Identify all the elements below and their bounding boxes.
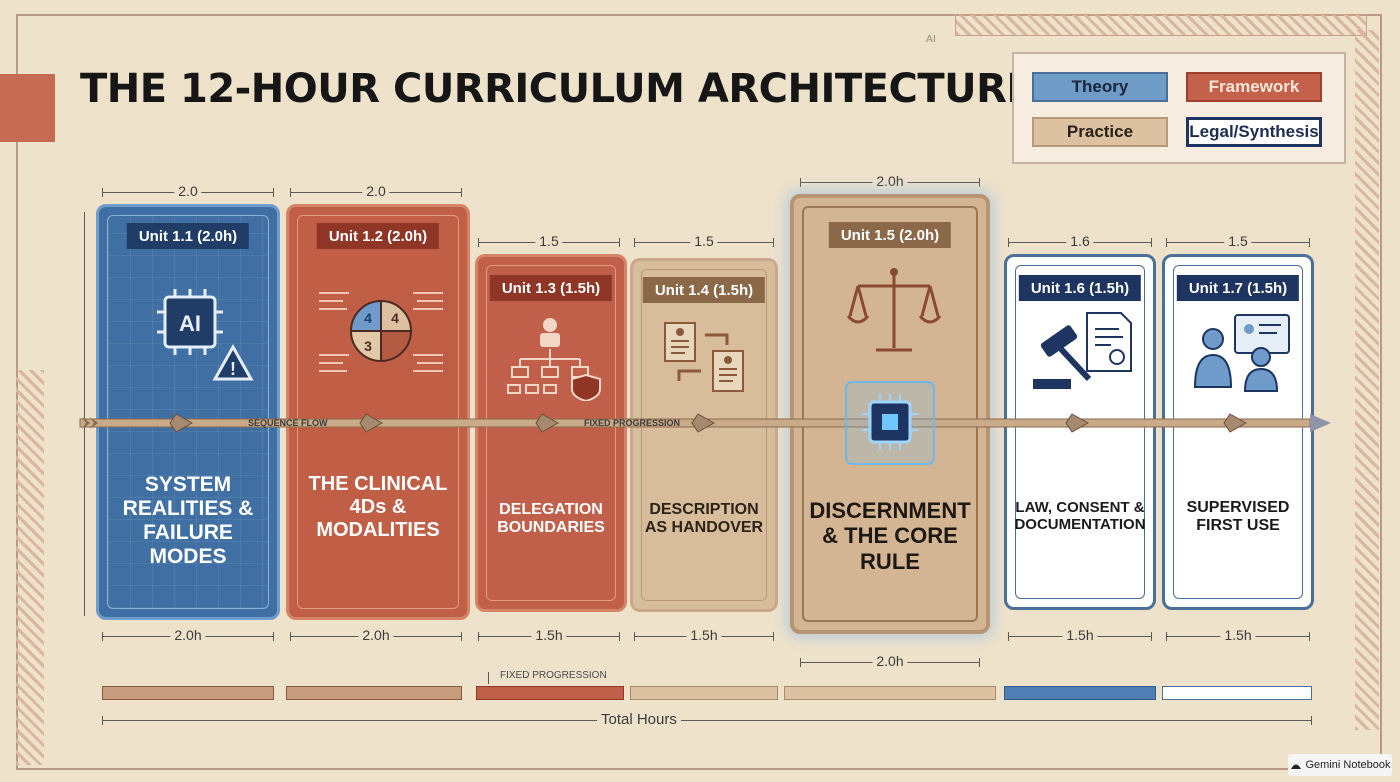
page-title: THE 12-HOUR CURRICULUM ARCHITECTURE <box>80 66 1034 112</box>
unit-card-1-4[interactable]: Unit 1.4 (1.5h) DESCRIPTION AS HANDOVER <box>630 258 778 612</box>
timeline-bar-unit-1-6 <box>1004 686 1156 700</box>
unit-title: SUPERVISED FIRST USE <box>1186 499 1290 535</box>
dimension-bottom-unit-1-7: 1.5h <box>1166 627 1310 643</box>
svg-text:4: 4 <box>364 310 372 326</box>
unit-label: Unit 1.1 (2.0h) <box>126 223 250 249</box>
unit-label: Unit 1.4 (1.5h) <box>642 277 766 303</box>
hatch-decoration-right <box>1355 30 1379 730</box>
timeline-tick <box>488 672 489 684</box>
org-chart-shield-icon <box>507 318 601 401</box>
legend-legal-synthesis: Legal/Synthesis <box>1186 117 1322 147</box>
dimension-top-unit-1-1: 2.0 <box>102 183 274 199</box>
dimension-top-unit-1-6: 1.6 <box>1008 233 1152 249</box>
timeline-bar-unit-1-5 <box>784 686 996 700</box>
dimension-bottom-unit-1-6: 1.5h <box>1008 627 1152 643</box>
sequence-flow-label: SEQUENCE FLOW <box>248 418 328 428</box>
dimension-bottom-unit-1-2: 2.0h <box>290 627 462 643</box>
ai-chip-warning-icon: AI ! <box>157 289 254 381</box>
fixed-progression-flow-label: FIXED PROGRESSION <box>584 418 681 428</box>
unit-card-1-3[interactable]: Unit 1.3 (1.5h) DELEGATION BOUNDARIES <box>475 254 627 612</box>
unit-label: Unit 1.3 (1.5h) <box>489 275 613 301</box>
unit-title: LAW, CONSENT & DOCUMENTATION <box>1014 499 1146 534</box>
dimension-vertical <box>84 212 85 616</box>
dimension-label: 1.5h <box>1062 627 1098 643</box>
dimension-top-unit-1-4: 1.5 <box>634 233 774 249</box>
dimension-label: 2.0 <box>174 183 202 199</box>
glowing-chip-icon <box>845 381 935 465</box>
dimension-label: 1.5 <box>1224 233 1252 249</box>
timeline-bar-unit-1-4 <box>630 686 778 700</box>
dimension-top-unit-1-7: 1.5 <box>1166 233 1310 249</box>
brand-label: Gemini Notebook <box>1305 759 1391 771</box>
dimension-label: 2.0h <box>872 653 908 669</box>
dimension-label: 2.0 <box>362 183 390 199</box>
timeline-bar-unit-1-1 <box>102 686 274 700</box>
ai-watermark: AI <box>926 34 936 45</box>
dimension-label: 1.5 <box>535 233 563 249</box>
hatch-decoration-left <box>16 370 44 765</box>
dimension-label: 2.0h <box>358 627 394 643</box>
unit-label: Unit 1.2 (2.0h) <box>316 223 440 249</box>
svg-text:3: 3 <box>364 338 372 354</box>
dimension-bottom-unit-1-1: 2.0h <box>102 627 274 643</box>
svg-text:!: ! <box>230 359 236 379</box>
unit-title: DESCRIPTION AS HANDOVER <box>644 501 764 537</box>
dimension-label: 2.0h <box>872 173 908 189</box>
unit-label: Unit 1.7 (1.5h) <box>1176 275 1300 301</box>
document-exchange-icon <box>664 322 744 392</box>
notebook-logo-icon <box>1290 764 1301 769</box>
unit-label: Unit 1.5 (2.0h) <box>828 222 952 248</box>
dimension-label: 2.0h <box>170 627 206 643</box>
unit-card-1-2[interactable]: Unit 1.2 (2.0h) 4 4 3 THE CLINICAL 4Ds &… <box>286 204 470 620</box>
timeline-bar-unit-1-7 <box>1162 686 1312 700</box>
dimension-label: 1.5h <box>1220 627 1256 643</box>
unit-title: SYSTEM REALITIES & FAILURE MODES <box>122 473 254 569</box>
unit-title: DELEGATION BOUNDARIES <box>497 501 605 537</box>
legend-framework: Framework <box>1186 72 1322 102</box>
dimension-top-unit-1-5: 2.0h <box>800 173 980 189</box>
dimension-label: 1.5 <box>690 233 718 249</box>
dimension-label: 1.5h <box>531 627 567 643</box>
unit-card-1-6[interactable]: Unit 1.6 (1.5h) LAW, CONSENT & DOCUMENTA… <box>1004 254 1156 610</box>
dimension-top-unit-1-2: 2.0 <box>290 183 462 199</box>
doctor-patient-icon <box>1193 314 1290 392</box>
dimension-bottom-unit-1-4: 1.5h <box>634 627 774 643</box>
svg-text:4: 4 <box>391 310 399 326</box>
timeline-bar-unit-1-2 <box>286 686 462 700</box>
dimension-label: 1.6 <box>1066 233 1094 249</box>
legend-practice: Practice <box>1032 117 1168 147</box>
unit-title: DISCERNMENT & THE CORE RULE <box>809 498 971 574</box>
unit-card-1-7[interactable]: Unit 1.7 (1.5h) SUPERVISED FIRST USE <box>1162 254 1314 610</box>
total-hours-dimension <box>102 716 1312 725</box>
scales-icon <box>846 268 942 352</box>
dimension-bottom-unit-1-3: 1.5h <box>478 627 620 643</box>
quadrant-diagram-icon: 4 4 3 <box>319 292 443 372</box>
unit-card-1-1[interactable]: Unit 1.1 (2.0h) AI ! SYSTEM REALITIES & … <box>96 204 280 620</box>
title-accent-tab <box>0 74 55 142</box>
dimension-top-unit-1-3: 1.5 <box>478 233 620 249</box>
legend-theory: Theory <box>1032 72 1168 102</box>
total-hours-label: Total Hours <box>597 711 681 728</box>
timeline-progression-label: FIXED PROGRESSION <box>500 670 607 681</box>
dimension-bottom-unit-1-5: 2.0h <box>800 653 980 669</box>
gavel-document-icon <box>1033 312 1132 389</box>
sequence-flow-arrow <box>79 413 1331 433</box>
legend: Theory Framework Practice Legal/Synthesi… <box>1012 52 1346 164</box>
dimension-label: 1.5h <box>686 627 722 643</box>
svg-text:AI: AI <box>179 311 201 336</box>
gemini-notebook-badge: Gemini Notebook <box>1288 754 1392 776</box>
timeline-bar-unit-1-3 <box>476 686 624 700</box>
unit-title: THE CLINICAL 4Ds & MODALITIES <box>308 473 448 541</box>
hatch-decoration-top <box>955 14 1367 36</box>
unit-label: Unit 1.6 (1.5h) <box>1018 275 1142 301</box>
